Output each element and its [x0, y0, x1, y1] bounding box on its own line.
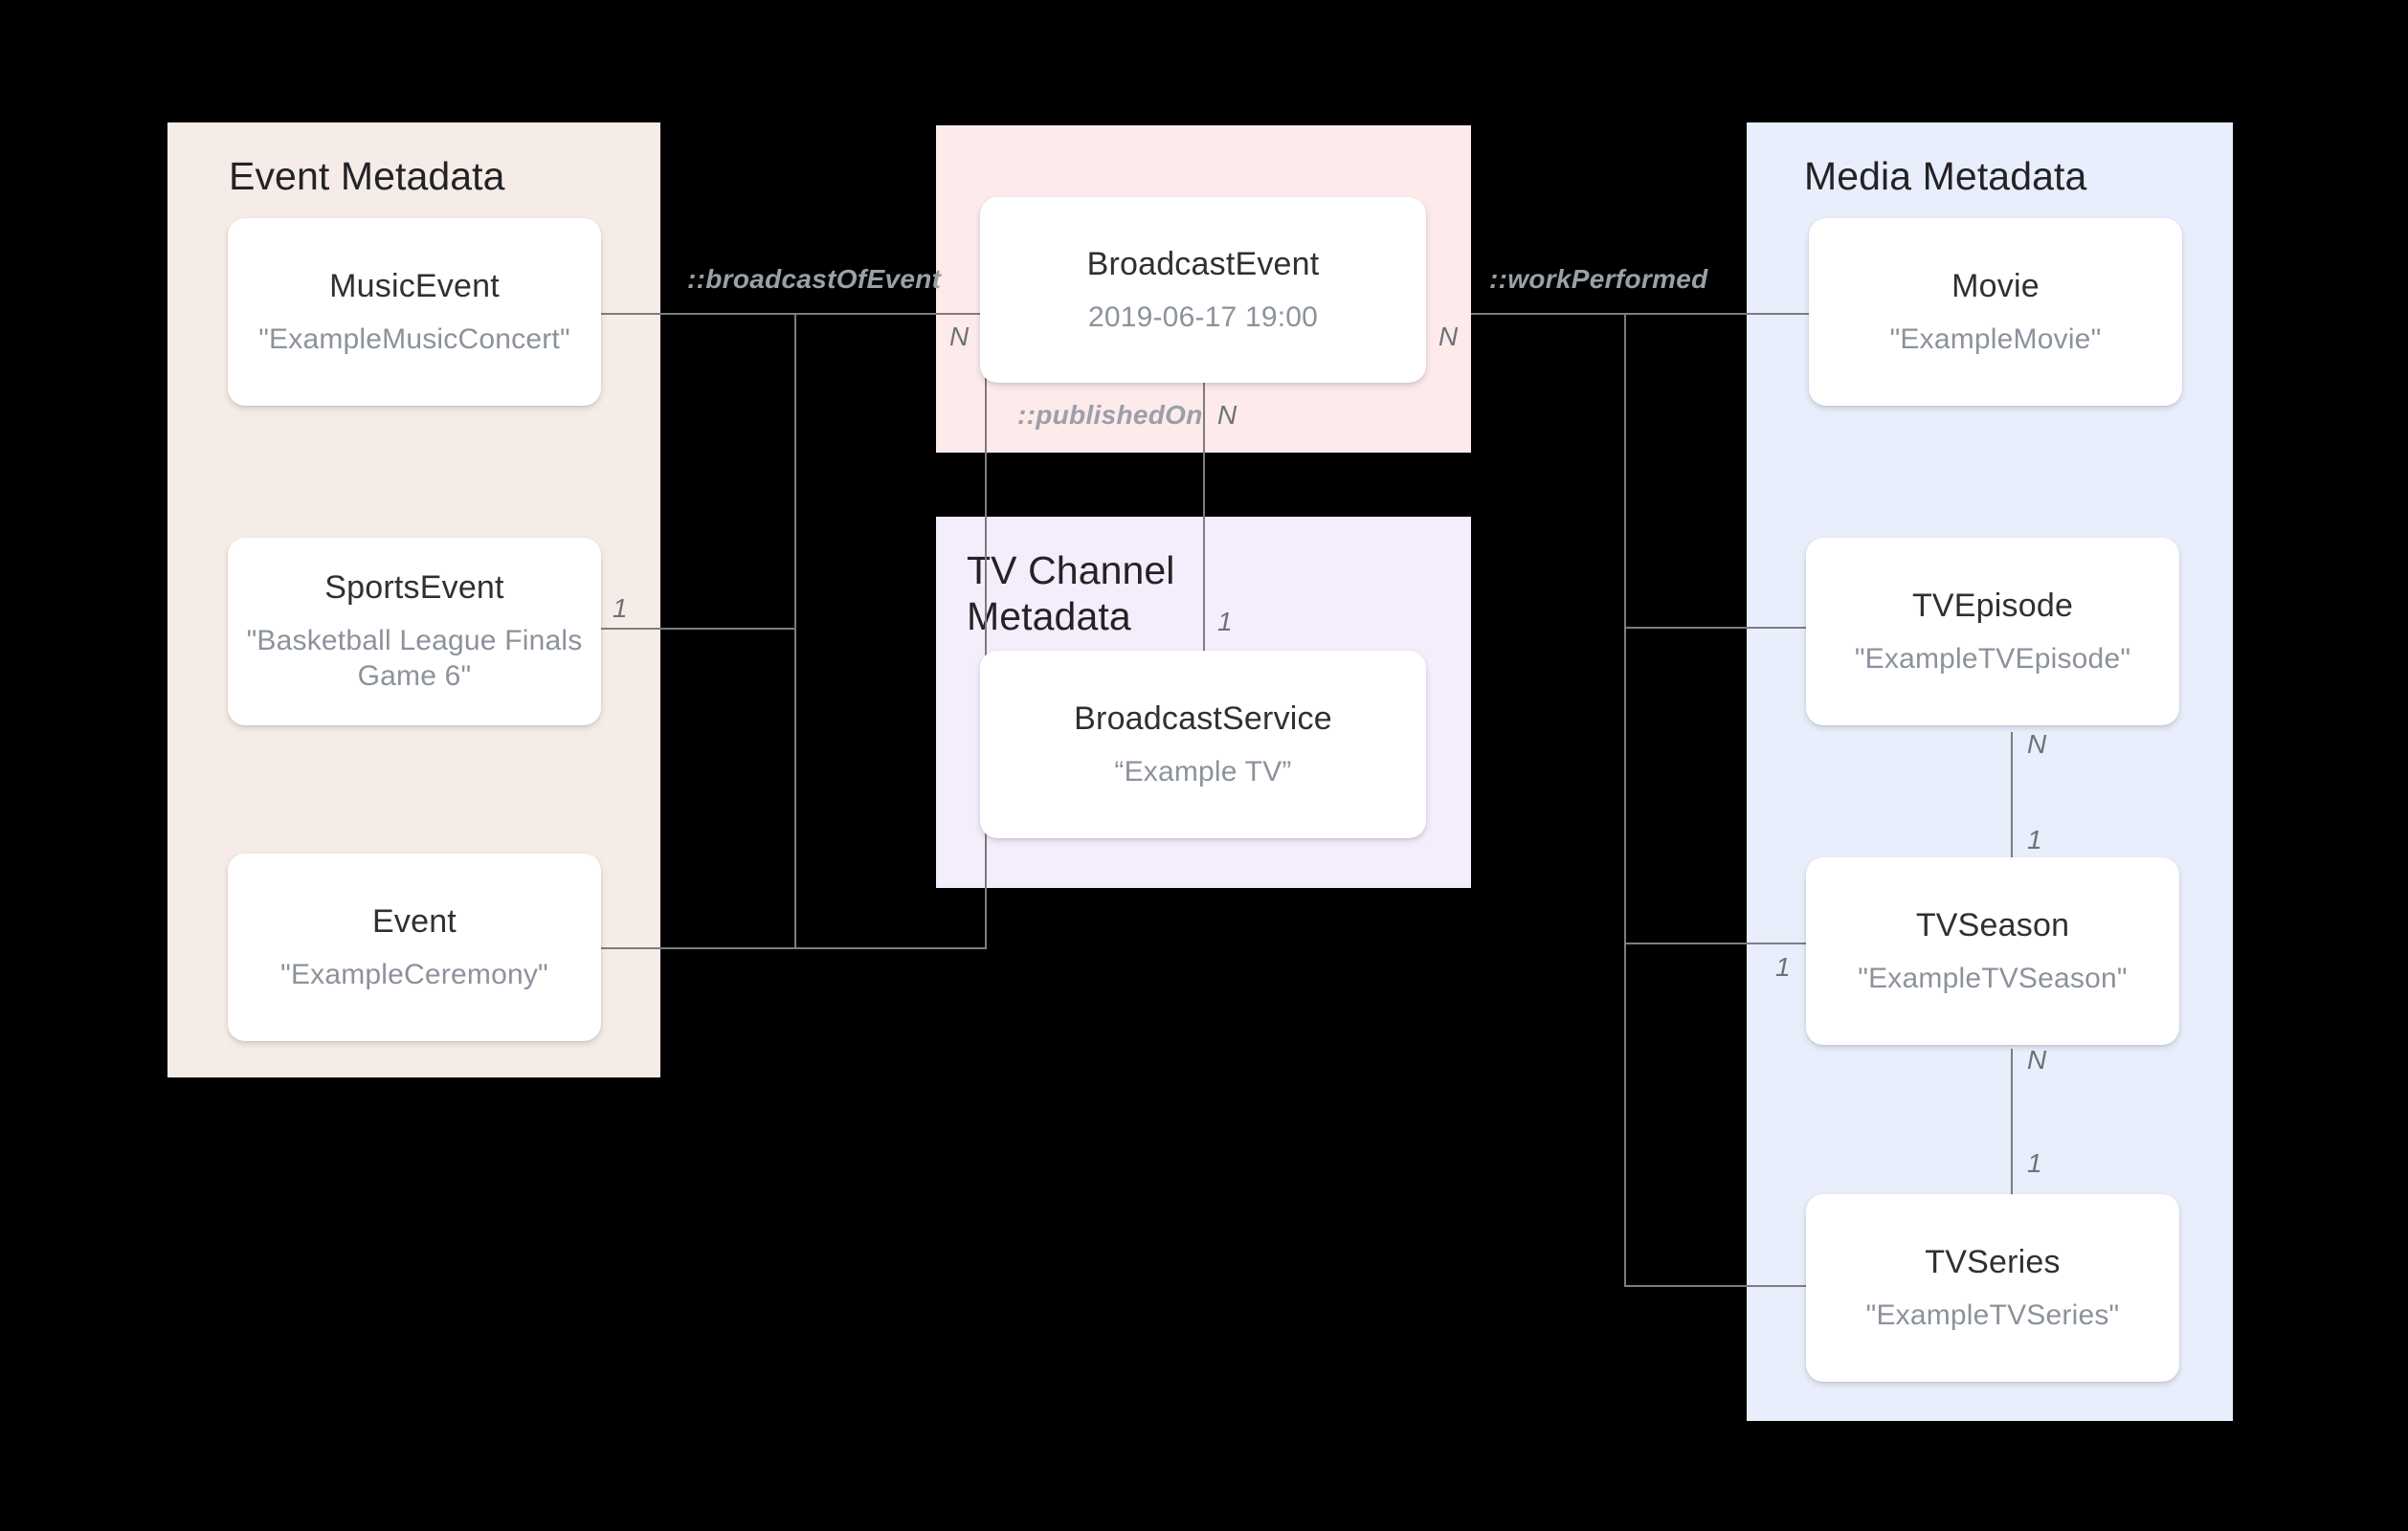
- node-tv-season-type: TVSeason: [1915, 906, 2070, 943]
- group-title-tv-channel-metadata: TV Channel Metadata: [967, 548, 1175, 639]
- connector-sports-event-stub: [601, 628, 796, 630]
- node-tv-episode-value: "ExampleTVEpisode": [1854, 642, 2131, 675]
- node-sports-event-value: "Basketball League Finals Game 6": [246, 624, 583, 693]
- node-broadcast-service-value: “Example TV”: [1114, 755, 1292, 788]
- connector-event-riser-bottom: [794, 947, 987, 949]
- cardinality-sports-event-one: 1: [613, 593, 628, 623]
- connector-branch-tv-series: [1624, 1285, 1810, 1287]
- connector-work-performed-entry: [1471, 313, 1625, 315]
- node-movie-type: Movie: [1951, 267, 2040, 304]
- connector-branch-movie: [1624, 313, 1816, 315]
- node-music-event-type: MusicEvent: [329, 267, 500, 304]
- connector-event-trunk: [794, 313, 796, 949]
- node-sports-event-type: SportsEvent: [324, 569, 504, 607]
- node-broadcast-service[interactable]: BroadcastService “Example TV”: [980, 651, 1426, 838]
- node-music-event-value: "ExampleMusicConcert": [258, 322, 570, 355]
- node-tv-episode[interactable]: TVEpisode "ExampleTVEpisode": [1806, 538, 2179, 725]
- cardinality-tv-episode-n: N: [2027, 729, 2047, 759]
- node-broadcast-event-value: 2019-06-17 19:00: [1087, 300, 1319, 333]
- connector-music-event-stub: [601, 313, 796, 315]
- node-tv-series-type: TVSeries: [1925, 1243, 2061, 1280]
- node-broadcast-event[interactable]: BroadcastEvent 2019-06-17 19:00: [980, 197, 1426, 383]
- node-tv-series[interactable]: TVSeries "ExampleTVSeries": [1806, 1194, 2179, 1382]
- connector-episode-to-season: [2011, 732, 2013, 904]
- node-event-value: "ExampleCeremony": [280, 958, 548, 990]
- connector-published-on: [1203, 383, 1205, 676]
- group-title-event-metadata: Event Metadata: [229, 154, 505, 198]
- cardinality-tv-series-one: 1: [2027, 1148, 2042, 1178]
- connector-branch-tv-episode: [1624, 627, 1810, 629]
- cardinality-tv-season-one-top: 1: [2027, 825, 2042, 854]
- node-sports-event[interactable]: SportsEvent "Basketball League Finals Ga…: [228, 538, 601, 725]
- node-tv-episode-type: TVEpisode: [1911, 587, 2074, 624]
- cardinality-broadcast-service-one: 1: [1217, 607, 1233, 636]
- node-movie[interactable]: Movie "ExampleMovie": [1809, 218, 2182, 406]
- node-event[interactable]: Event "ExampleCeremony": [228, 854, 601, 1041]
- connector-branch-tv-season: [1624, 943, 1810, 944]
- cardinality-tv-season-n: N: [2027, 1045, 2047, 1075]
- edge-label-published-on: ::publishedOn: [1017, 400, 1203, 430]
- cardinality-broadcast-event-left-n: N: [949, 322, 970, 351]
- edge-label-work-performed: ::workPerformed: [1489, 264, 1708, 294]
- group-title-media-metadata: Media Metadata: [1804, 154, 2087, 198]
- connector-season-to-series: [2011, 1049, 2013, 1202]
- node-music-event[interactable]: MusicEvent "ExampleMusicConcert": [228, 218, 601, 406]
- node-tv-season[interactable]: TVSeason "ExampleTVSeason": [1806, 857, 2179, 1045]
- node-event-type: Event: [372, 902, 457, 940]
- node-movie-value: "ExampleMovie": [1889, 322, 2102, 355]
- cardinality-broadcast-event-right-n: N: [1438, 322, 1459, 351]
- node-tv-series-value: "ExampleTVSeries": [1865, 1298, 2120, 1331]
- node-broadcast-event-type: BroadcastEvent: [1086, 245, 1320, 282]
- edge-label-broadcast-of-event: ::broadcastOfEvent: [687, 264, 942, 294]
- cardinality-tv-season-one-left: 1: [1775, 952, 1791, 982]
- connector-event-riser-top: [794, 313, 987, 315]
- connector-event-riser: [985, 313, 987, 947]
- node-broadcast-service-type: BroadcastService: [1074, 699, 1332, 737]
- connector-media-trunk: [1624, 313, 1626, 1286]
- connector-event-stub: [601, 947, 796, 949]
- node-tv-season-value: "ExampleTVSeason": [1858, 962, 2128, 994]
- cardinality-published-on-n: N: [1217, 400, 1237, 430]
